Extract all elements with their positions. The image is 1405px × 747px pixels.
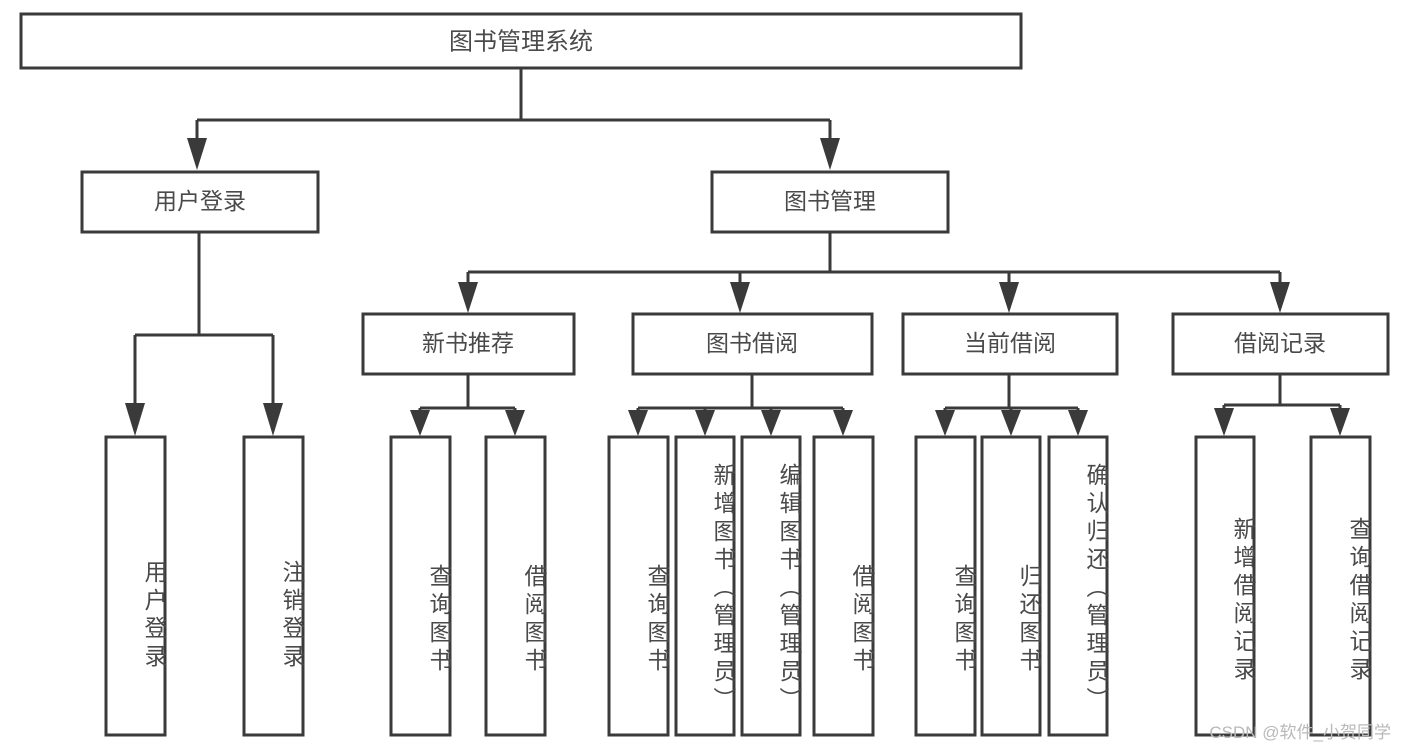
- arrow-to-leaf-return-book: [1001, 410, 1021, 436]
- arrow-to-leaf-edit-book: [761, 410, 781, 436]
- node-book-manage[interactable]: [710, 170, 950, 234]
- node-leaf-return-book[interactable]: [980, 435, 1042, 737]
- arrow-to-leaf-add-book: [695, 410, 715, 436]
- arrow-to-leaf-query-book-3: [935, 410, 955, 436]
- node-leaf-borrow-book-2[interactable]: [812, 435, 875, 737]
- node-book-borrow-label: 图书借阅: [706, 330, 798, 356]
- node-leaf-add-record[interactable]: [1194, 435, 1256, 737]
- node-borrow-record-label: 借阅记录: [1234, 330, 1326, 356]
- node-new-book-recommend[interactable]: [361, 312, 576, 376]
- node-leaf-edit-book[interactable]: [740, 435, 802, 737]
- arrow-root-to-book-manage: [820, 138, 840, 170]
- arrow-to-borrow-record: [1270, 282, 1290, 313]
- node-leaf-query-record[interactable]: [1309, 435, 1372, 737]
- arrow-to-leaf-borrow-book-1: [505, 410, 525, 436]
- arrow-to-leaf-query-book-1: [410, 410, 430, 436]
- node-current-borrow-label: 当前借阅: [964, 330, 1056, 356]
- node-leaf-user-login[interactable]: [104, 435, 167, 737]
- arrow-to-leaf-query-record: [1330, 408, 1350, 436]
- arrow-to-leaf-borrow-book-2: [833, 410, 853, 436]
- node-leaf-query-book-1[interactable]: [389, 435, 452, 737]
- node-borrow-record[interactable]: [1171, 312, 1390, 376]
- node-current-borrow[interactable]: [901, 312, 1119, 376]
- arrow-to-leaf-query-book-2: [628, 410, 648, 436]
- node-leaf-add-book[interactable]: [674, 435, 736, 737]
- arrow-to-leaf-user-logout: [263, 403, 283, 436]
- node-leaf-borrow-book-1[interactable]: [484, 435, 547, 737]
- arrow-to-leaf-confirm-return: [1068, 410, 1088, 436]
- arrow-root-to-user-login: [187, 138, 207, 170]
- node-leaf-query-book-2[interactable]: [607, 435, 670, 737]
- node-leaf-user-logout[interactable]: [242, 435, 305, 737]
- arrow-to-new-book-recommend: [458, 282, 478, 313]
- node-leaf-query-book-3[interactable]: [914, 435, 977, 737]
- node-user-login[interactable]: [80, 170, 320, 234]
- arrow-to-leaf-add-record: [1214, 408, 1234, 436]
- node-book-borrow[interactable]: [631, 312, 874, 376]
- node-new-book-recommend-label: 新书推荐: [422, 330, 514, 356]
- node-user-login-label: 用户登录: [154, 188, 246, 214]
- node-root-label: 图书管理系统: [449, 28, 593, 55]
- arrow-to-current-borrow: [999, 282, 1019, 313]
- nodes-layer: 图书管理系统 用户登录 图书管理 新书推荐 图书借阅 当前借阅 借阅记录: [19, 12, 1390, 737]
- arrow-to-leaf-user-login: [125, 403, 145, 436]
- node-root[interactable]: [19, 12, 1023, 70]
- node-leaf-confirm-return[interactable]: [1047, 435, 1109, 737]
- node-book-manage-label: 图书管理: [784, 188, 876, 214]
- arrow-to-book-borrow: [730, 282, 750, 313]
- csdn-watermark: CSDN @软件_小贺同学: [1209, 723, 1391, 742]
- connectors-layer: [125, 68, 1350, 436]
